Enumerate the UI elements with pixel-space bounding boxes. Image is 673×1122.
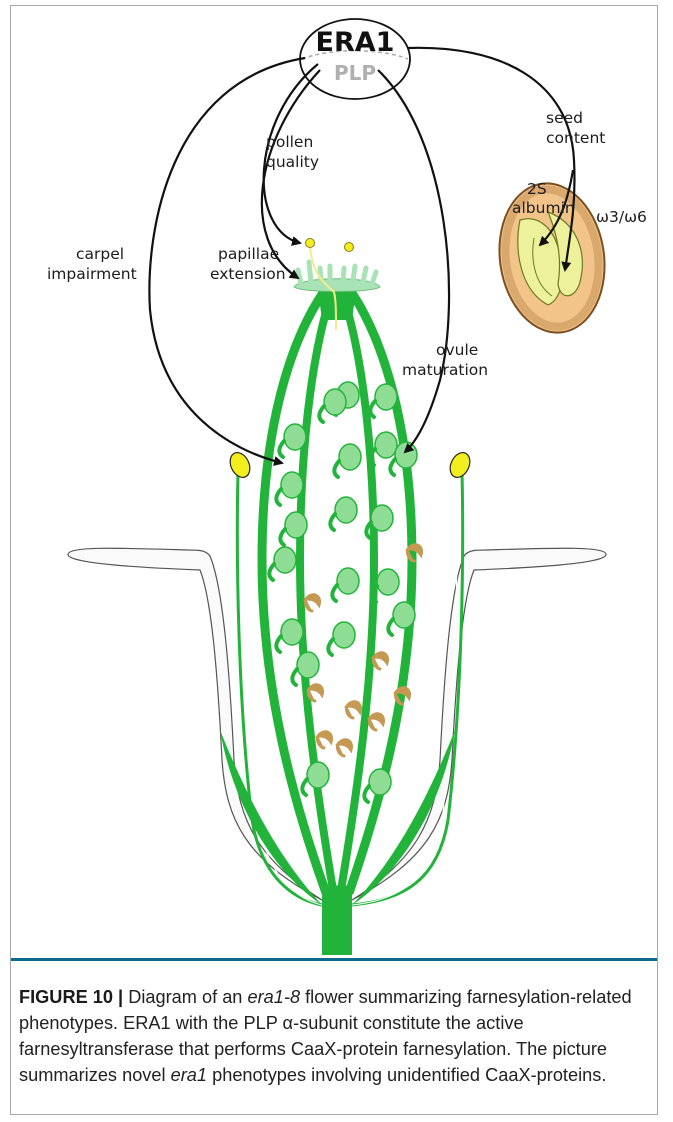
- flower-diagram: ERA1 PLP seed content pollen quality 2S …: [0, 0, 673, 960]
- label-pollen: pollen: [266, 133, 313, 151]
- label-ovule: ovule: [436, 341, 478, 359]
- caption-italic-1: era1-8: [247, 987, 300, 1007]
- caption-italic-2: era1: [171, 1065, 207, 1085]
- label-carpel: carpel: [76, 245, 124, 263]
- label-seed: seed: [546, 109, 583, 127]
- caption-lead: FIGURE 10 |: [19, 987, 123, 1007]
- label-quality: quality: [266, 153, 319, 171]
- label-papillae: papillae: [218, 245, 279, 263]
- label-albumin: albumin: [512, 199, 575, 217]
- label-maturation: maturation: [402, 361, 488, 379]
- caption-text-3: phenotypes involving unidentified CaaX-p…: [207, 1065, 606, 1085]
- plp-label: PLP: [334, 61, 376, 85]
- label-2s: 2S: [527, 180, 547, 198]
- figure-caption: FIGURE 10 | Diagram of an era1-8 flower …: [19, 984, 649, 1088]
- label-extension: extension: [210, 265, 286, 283]
- label-impairment: impairment: [47, 265, 137, 283]
- label-content: content: [546, 129, 605, 147]
- era1-label: ERA1: [316, 27, 395, 58]
- caption-rule: [11, 958, 657, 961]
- caption-text-1: Diagram of an: [123, 987, 247, 1007]
- label-omega: ω3/ω6: [596, 208, 647, 226]
